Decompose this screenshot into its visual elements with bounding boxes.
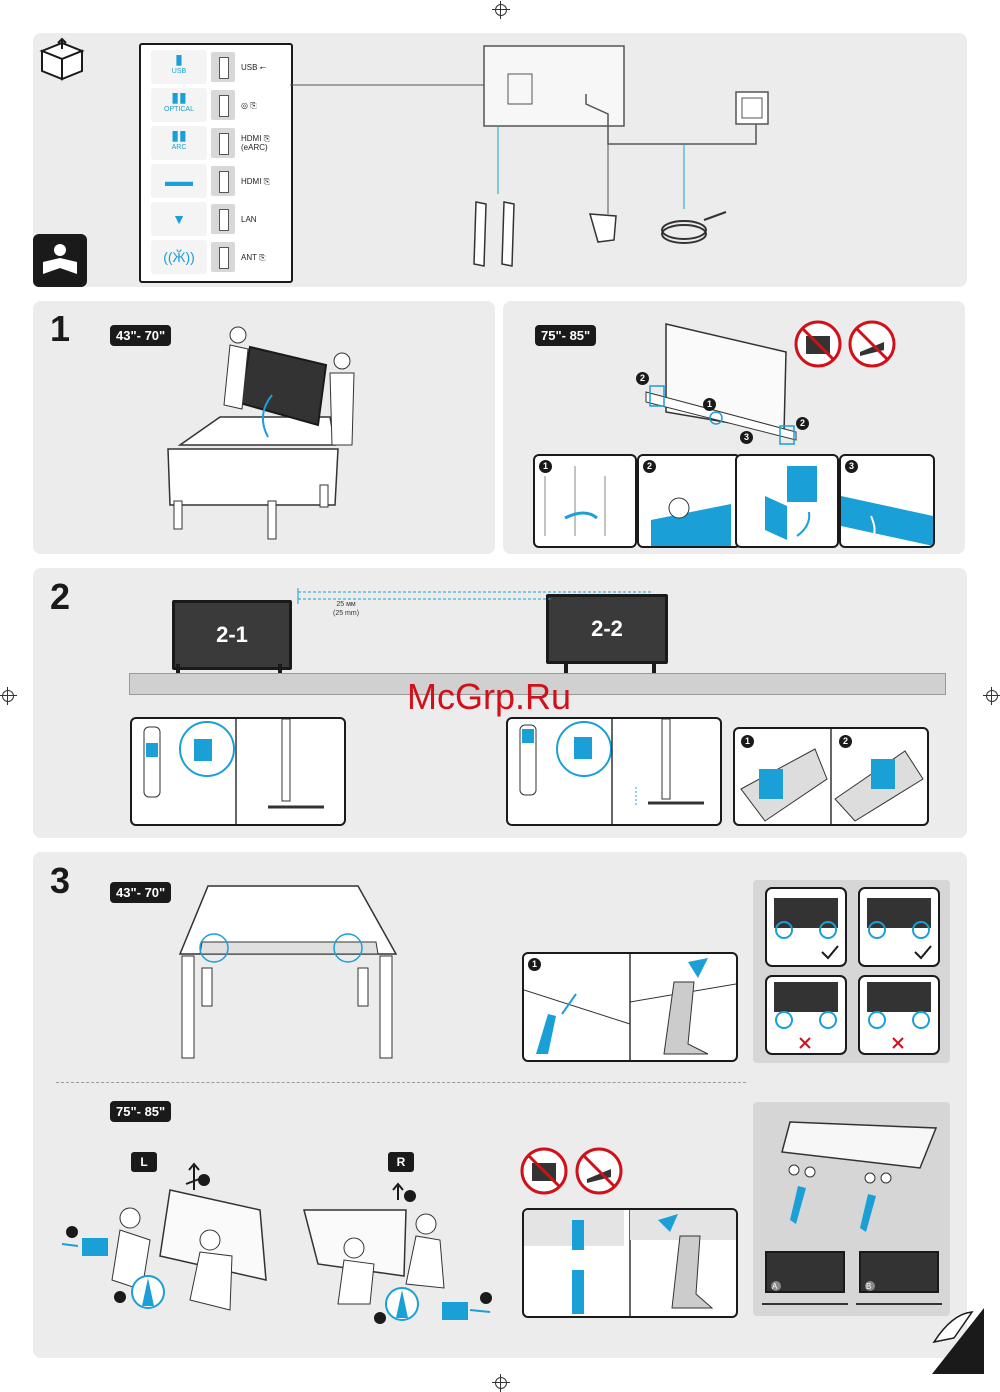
step2-1-detail: [130, 717, 346, 826]
pin-insert-illustration: [740, 729, 924, 824]
callout-1: 1: [703, 398, 716, 411]
step1-detail-2b: [735, 454, 839, 548]
size-tag-large: 75"- 85": [535, 325, 597, 346]
callout-1: 1: [741, 735, 754, 748]
manual-reading-icon: [33, 234, 87, 287]
callout-2: 2: [796, 417, 809, 430]
port-socket: [211, 166, 235, 196]
hdmi-icon: ▬▬: [151, 164, 207, 198]
tv-face-down-on-table-illustration: [178, 885, 398, 1059]
box-open-icon: [39, 37, 85, 81]
port-socket: [211, 204, 235, 234]
lan-icon: ▼: [151, 202, 207, 236]
lift-tv-out-illustration: [841, 496, 933, 546]
stand-pin-position-high-illustration: [519, 719, 704, 824]
correct-orientation-2: [858, 887, 940, 967]
step3-divider: [56, 1082, 746, 1083]
antenna-icon: ((Ӂ)): [151, 240, 207, 274]
port-row-lan: ▼ LAN: [147, 202, 283, 236]
gap-dimension-lines: [297, 588, 652, 604]
fold-panel-illustration: [765, 466, 817, 540]
port-label-hdmi: HDMI ⎘: [241, 176, 271, 186]
port-label-usb: USB ⭠: [241, 62, 267, 72]
wrong-orientation-2: [858, 975, 940, 1055]
tv-feet: [176, 664, 656, 673]
tv-rear-diagram: [290, 45, 769, 267]
callout-3: 3: [740, 431, 753, 444]
tv-position-2-2: 2-2: [546, 594, 668, 664]
step1-detail-2: 2: [637, 454, 741, 548]
left-side-label: L: [131, 1152, 157, 1172]
step1-detail-1: 1: [533, 454, 637, 548]
port-label-lan: LAN: [241, 214, 257, 224]
port-socket: [211, 90, 235, 120]
correct-orientation-1: [765, 887, 847, 967]
step3-attach-stand-detail: 1: [522, 952, 738, 1062]
no-lay-flat-warning-icon: [520, 1147, 568, 1195]
stand-label-b: B: [866, 1282, 872, 1291]
callout-2: 2: [636, 372, 649, 385]
callout-2: 2: [839, 735, 852, 748]
step1-detail-3: 3: [839, 454, 935, 548]
insert-stand-illustration: [524, 954, 736, 1060]
port-row-earc: ▮▮ARC HDMI ⎘ (eARC): [147, 126, 283, 160]
tv-position-2-1: 2-1: [172, 600, 292, 670]
tab-release-illustration: [544, 466, 606, 536]
size-tag-large: 75"- 85": [110, 1101, 172, 1122]
page-turn-icon: [932, 1308, 984, 1374]
port-label-earc: HDMI ⎘ (eARC): [241, 134, 271, 152]
registration-mark-top: [492, 1, 510, 19]
port-row-antenna: ((Ӂ)) ANT ⎘: [147, 240, 283, 274]
step2-pin-detail: 1 2: [733, 727, 929, 826]
gap-label-mm: 25 мм: [336, 601, 356, 608]
large-tv-stand-right-illustration: [303, 1182, 492, 1324]
size-tag-small: 43"- 70": [110, 325, 172, 346]
step-number-2: 2: [50, 576, 71, 617]
port-label-antenna: ANT ⎘: [241, 252, 266, 262]
registration-mark-bottom: [492, 1374, 510, 1392]
unpack-tv-on-table-illustration: [167, 326, 355, 540]
watermark: McGrp.Ru: [407, 676, 572, 717]
callout-1: 1: [528, 958, 541, 971]
step2-2-detail: [506, 717, 722, 826]
port-socket: [211, 52, 235, 82]
step3-large-attach-detail: 3: [522, 1208, 738, 1318]
port-row-optical: ▮▮OPTICAL ◎ ⎘: [147, 88, 283, 122]
no-press-screen-warning-icon: [575, 1147, 623, 1195]
optical-icon: ▮▮OPTICAL: [151, 88, 207, 122]
large-tv-in-box-illustration: [645, 323, 797, 445]
port-socket: [211, 242, 235, 272]
large-tv-stand-ab-illustration: [762, 1121, 942, 1305]
port-label-optical: ◎ ⎘: [241, 100, 257, 110]
wrong-orientation-1: [765, 975, 847, 1055]
callout-3: 3: [845, 460, 858, 473]
callout-1: 1: [539, 460, 552, 473]
stand-pin-position-low-illustration: [143, 719, 324, 824]
registration-mark-right: [983, 687, 1000, 705]
callout-2: 2: [643, 460, 656, 473]
stand-label-a: A: [772, 1282, 778, 1291]
port-row-hdmi: ▬▬ HDMI ⎘: [147, 164, 283, 198]
no-press-screen-warning-icon: [848, 320, 896, 368]
gap-label-mm-paren: (25 mm): [333, 610, 360, 617]
remove-side-panel-illustration: [651, 497, 731, 546]
port-socket: [211, 128, 235, 158]
usb-icon: ▮USB: [151, 50, 207, 84]
size-tag-small: 43"- 70": [110, 882, 172, 903]
large-tv-stand-left-illustration: [61, 1162, 267, 1311]
no-lay-flat-warning-icon: [794, 320, 842, 368]
gap-label: 25 мм (25 mm): [333, 600, 359, 618]
insert-large-stand-illustration: [524, 1210, 736, 1316]
arc-icon: ▮▮ARC: [151, 126, 207, 160]
tv-stand-surface: [129, 673, 946, 695]
port-row-usb: ▮USB USB ⭠: [147, 50, 283, 84]
ports-table: ▮USB USB ⭠ ▮▮OPTICAL ◎ ⎘ ▮▮ARC HDMI ⎘ (e…: [139, 43, 293, 283]
registration-mark-left: [0, 687, 17, 705]
right-side-label: R: [388, 1152, 414, 1172]
step-number-1: 1: [50, 308, 71, 349]
step-number-3: 3: [50, 860, 71, 901]
